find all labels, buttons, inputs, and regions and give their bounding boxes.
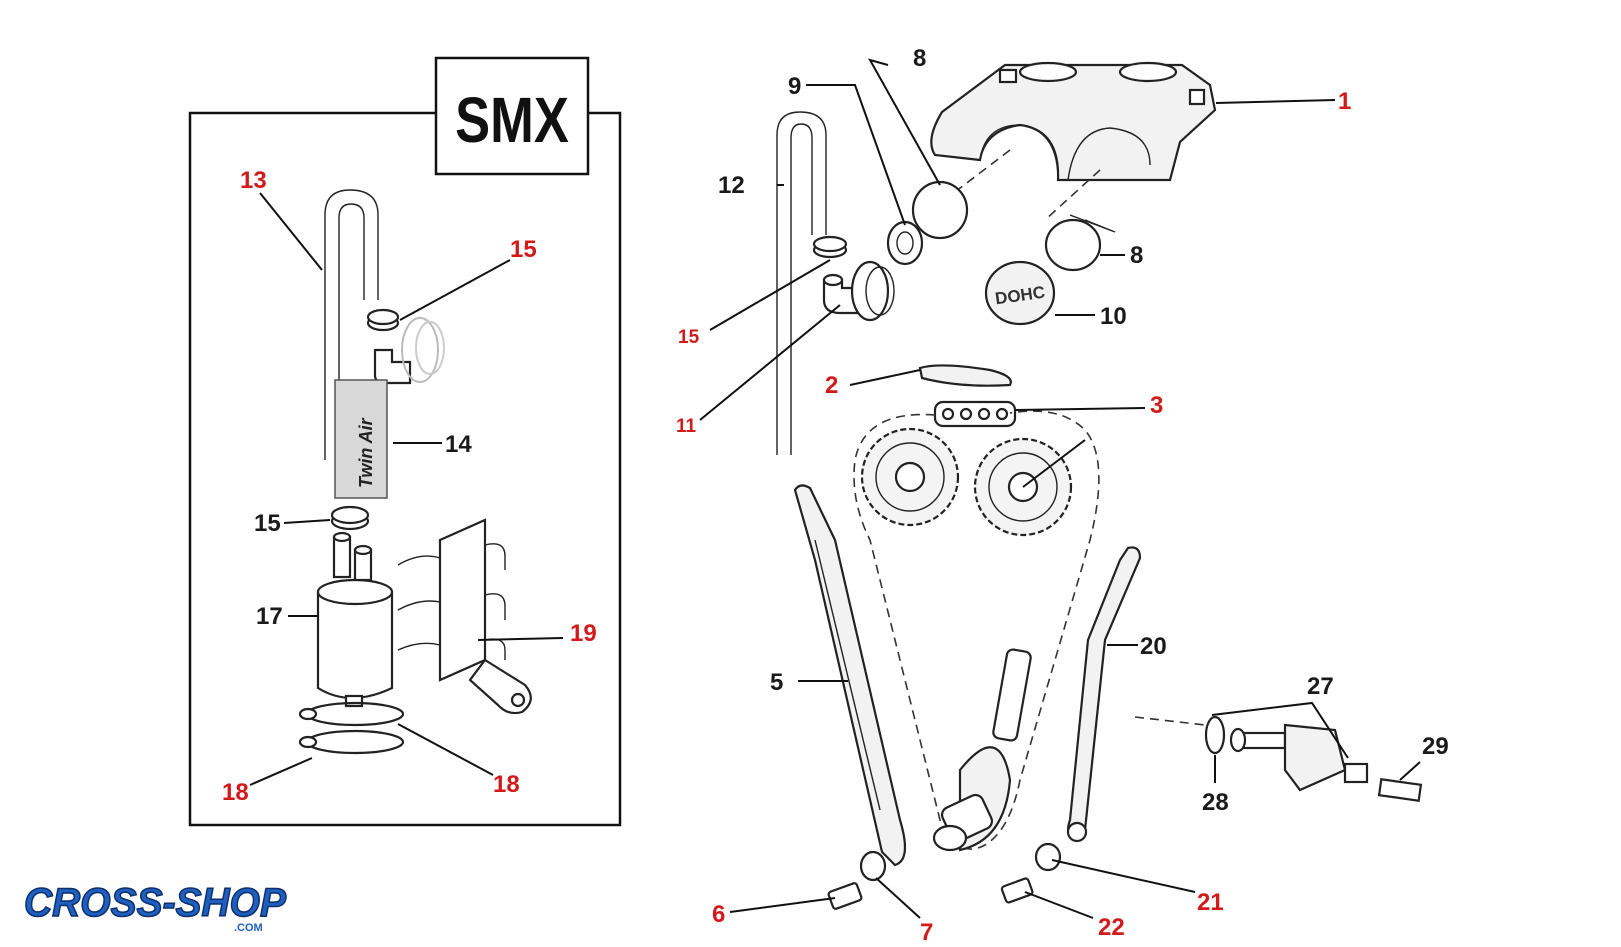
chain-tensioner — [1134, 715, 1423, 802]
label-1: 1 — [1338, 88, 1351, 115]
label-21: 21 — [1197, 889, 1224, 916]
dohc-plug: DOHC — [984, 260, 1056, 326]
label-19: 19 — [570, 620, 597, 647]
catch-canister — [316, 531, 394, 708]
label-11: 11 — [676, 416, 697, 437]
label-22: 22 — [1098, 914, 1125, 941]
label-18-right: 18 — [493, 771, 520, 798]
chain-segment — [992, 648, 1032, 742]
label-10: 10 — [1100, 303, 1127, 330]
chain-tensioner-guide — [1066, 546, 1142, 840]
label-17: 17 — [256, 603, 283, 630]
smx-title-box — [434, 56, 590, 176]
twin-air-text: Twin Air — [356, 417, 376, 488]
timing-chain-loop — [853, 410, 1100, 850]
label-15-main: 15 — [678, 327, 700, 348]
smx-title: SMX — [455, 85, 569, 156]
washer-left — [859, 850, 887, 882]
label-14: 14 — [445, 431, 472, 458]
label-29: 29 — [1422, 733, 1449, 760]
breather-hose-main — [776, 111, 827, 455]
bolt-right — [1000, 877, 1034, 904]
label-8-side: 8 — [1130, 242, 1143, 269]
label-27: 27 — [1307, 673, 1334, 700]
o-ring-lower — [1044, 218, 1102, 272]
seal — [886, 220, 924, 266]
label-9: 9 — [788, 73, 801, 100]
cross-shop-logo[interactable]: CROSS-SHOP .COM — [22, 876, 292, 934]
logo-subtext: .COM — [234, 922, 263, 934]
label-7: 7 — [920, 919, 933, 946]
logo-text: CROSS-SHOP — [24, 881, 286, 925]
chain-link-section — [933, 400, 1017, 428]
label-13: 13 — [240, 167, 267, 194]
bolt-left — [827, 882, 863, 910]
smx-inset-box: SMX Twin Air — [188, 56, 622, 827]
breather-hose — [324, 189, 379, 460]
label-8-top: 8 — [913, 45, 926, 72]
label-15-smx-top: 15 — [510, 236, 537, 263]
twin-air-sleeve — [334, 379, 388, 499]
o-ring-upper — [911, 180, 969, 240]
canister-bracket — [397, 518, 532, 715]
canister-clamps — [298, 701, 405, 755]
label-6: 6 — [712, 901, 725, 928]
part-labels: 1 2 3 5 6 7 8 8 9 10 11 12 13 14 15 15 1… — [222, 45, 1449, 946]
chain-guide-top — [918, 364, 1012, 387]
cam-sprocket-left — [860, 427, 960, 527]
label-3: 3 — [1150, 392, 1163, 419]
label-12: 12 — [718, 172, 745, 199]
label-15-smx-lower: 15 — [254, 510, 281, 537]
label-18-left: 18 — [222, 779, 249, 806]
camshaft-cover — [930, 61, 1217, 182]
label-20: 20 — [1140, 633, 1167, 660]
chain-guide-left — [793, 484, 907, 867]
label-5: 5 — [770, 669, 783, 696]
label-2: 2 — [825, 372, 838, 399]
washer-right — [1034, 842, 1062, 872]
label-28: 28 — [1202, 789, 1229, 816]
tensioner-o-ring — [1204, 715, 1226, 755]
crank-sprocket — [932, 746, 1012, 852]
